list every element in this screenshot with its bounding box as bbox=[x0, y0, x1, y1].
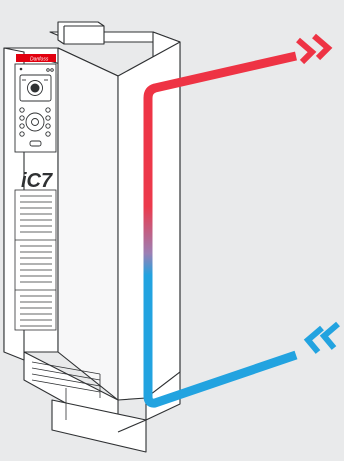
model-label: iC7 bbox=[21, 170, 53, 192]
double-chevron-right-icon bbox=[296, 33, 333, 65]
drive-side-panel bbox=[57, 47, 119, 401]
top-connector bbox=[57, 21, 105, 45]
svg-text:Danfoss: Danfoss bbox=[30, 57, 49, 63]
control-panel bbox=[14, 63, 57, 153]
drive-base-lower bbox=[51, 399, 147, 453]
brand-logo-strip bbox=[16, 54, 56, 62]
base-vent-slots bbox=[31, 361, 101, 420]
coolant-flow-pipe bbox=[143, 51, 298, 408]
ventilation-grille bbox=[14, 189, 57, 331]
double-chevron-left-icon bbox=[303, 321, 340, 354]
